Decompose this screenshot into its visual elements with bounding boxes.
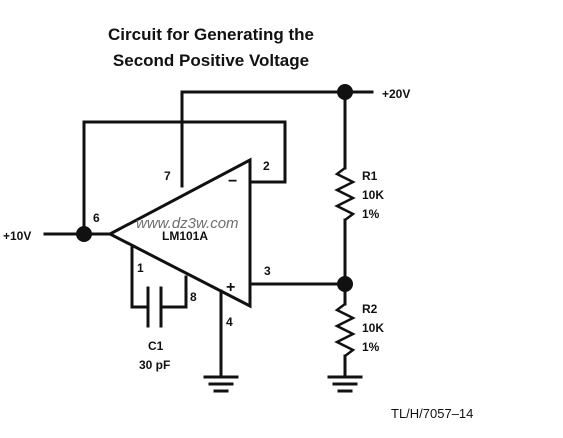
opamp-label: LM101A — [162, 229, 208, 243]
pin-7-label: 7 — [164, 169, 171, 183]
wire-pin8-to-c1 — [161, 275, 188, 309]
wire-pin7-to-20v — [180, 90, 347, 188]
ground-icon — [203, 375, 239, 393]
pin-2-label: 2 — [263, 159, 270, 173]
c1-value: 30 pF — [139, 358, 170, 372]
title-line-2: Second Positive Voltage — [113, 51, 309, 70]
supply-10v-label: +10V — [3, 229, 31, 243]
watermark: www.dz3w.com — [136, 215, 239, 232]
c1-name: C1 — [148, 339, 164, 353]
wire-pin1-to-c1 — [130, 246, 148, 309]
capacitor-c1 — [146, 286, 163, 328]
pin-6-label: 6 — [93, 211, 100, 225]
r2-value: 10K — [362, 321, 384, 335]
reference-code: TL/H/7057–14 — [391, 406, 473, 421]
resistor-r2 — [334, 303, 356, 357]
wire-feedback-loop — [82, 120, 287, 236]
r1-value: 10K — [362, 188, 384, 202]
resistor-r1 — [334, 167, 356, 221]
pin-4-label: 4 — [226, 315, 233, 329]
opamp-symbol — [106, 157, 252, 309]
r2-name: R2 — [362, 302, 378, 316]
opamp-plus-sign: + — [226, 279, 235, 296]
pin-8-label: 8 — [190, 290, 197, 304]
opamp-minus-sign: − — [228, 173, 237, 190]
r1-name: R1 — [362, 169, 378, 183]
r2-tolerance: 1% — [362, 340, 380, 354]
title-line-1: Circuit for Generating the — [108, 25, 314, 44]
ground-icon — [327, 375, 363, 393]
pin-1-label: 1 — [137, 261, 144, 275]
r1-tolerance: 1% — [362, 207, 380, 221]
supply-20v-label: +20V — [382, 87, 410, 101]
pin-3-label: 3 — [264, 264, 271, 278]
